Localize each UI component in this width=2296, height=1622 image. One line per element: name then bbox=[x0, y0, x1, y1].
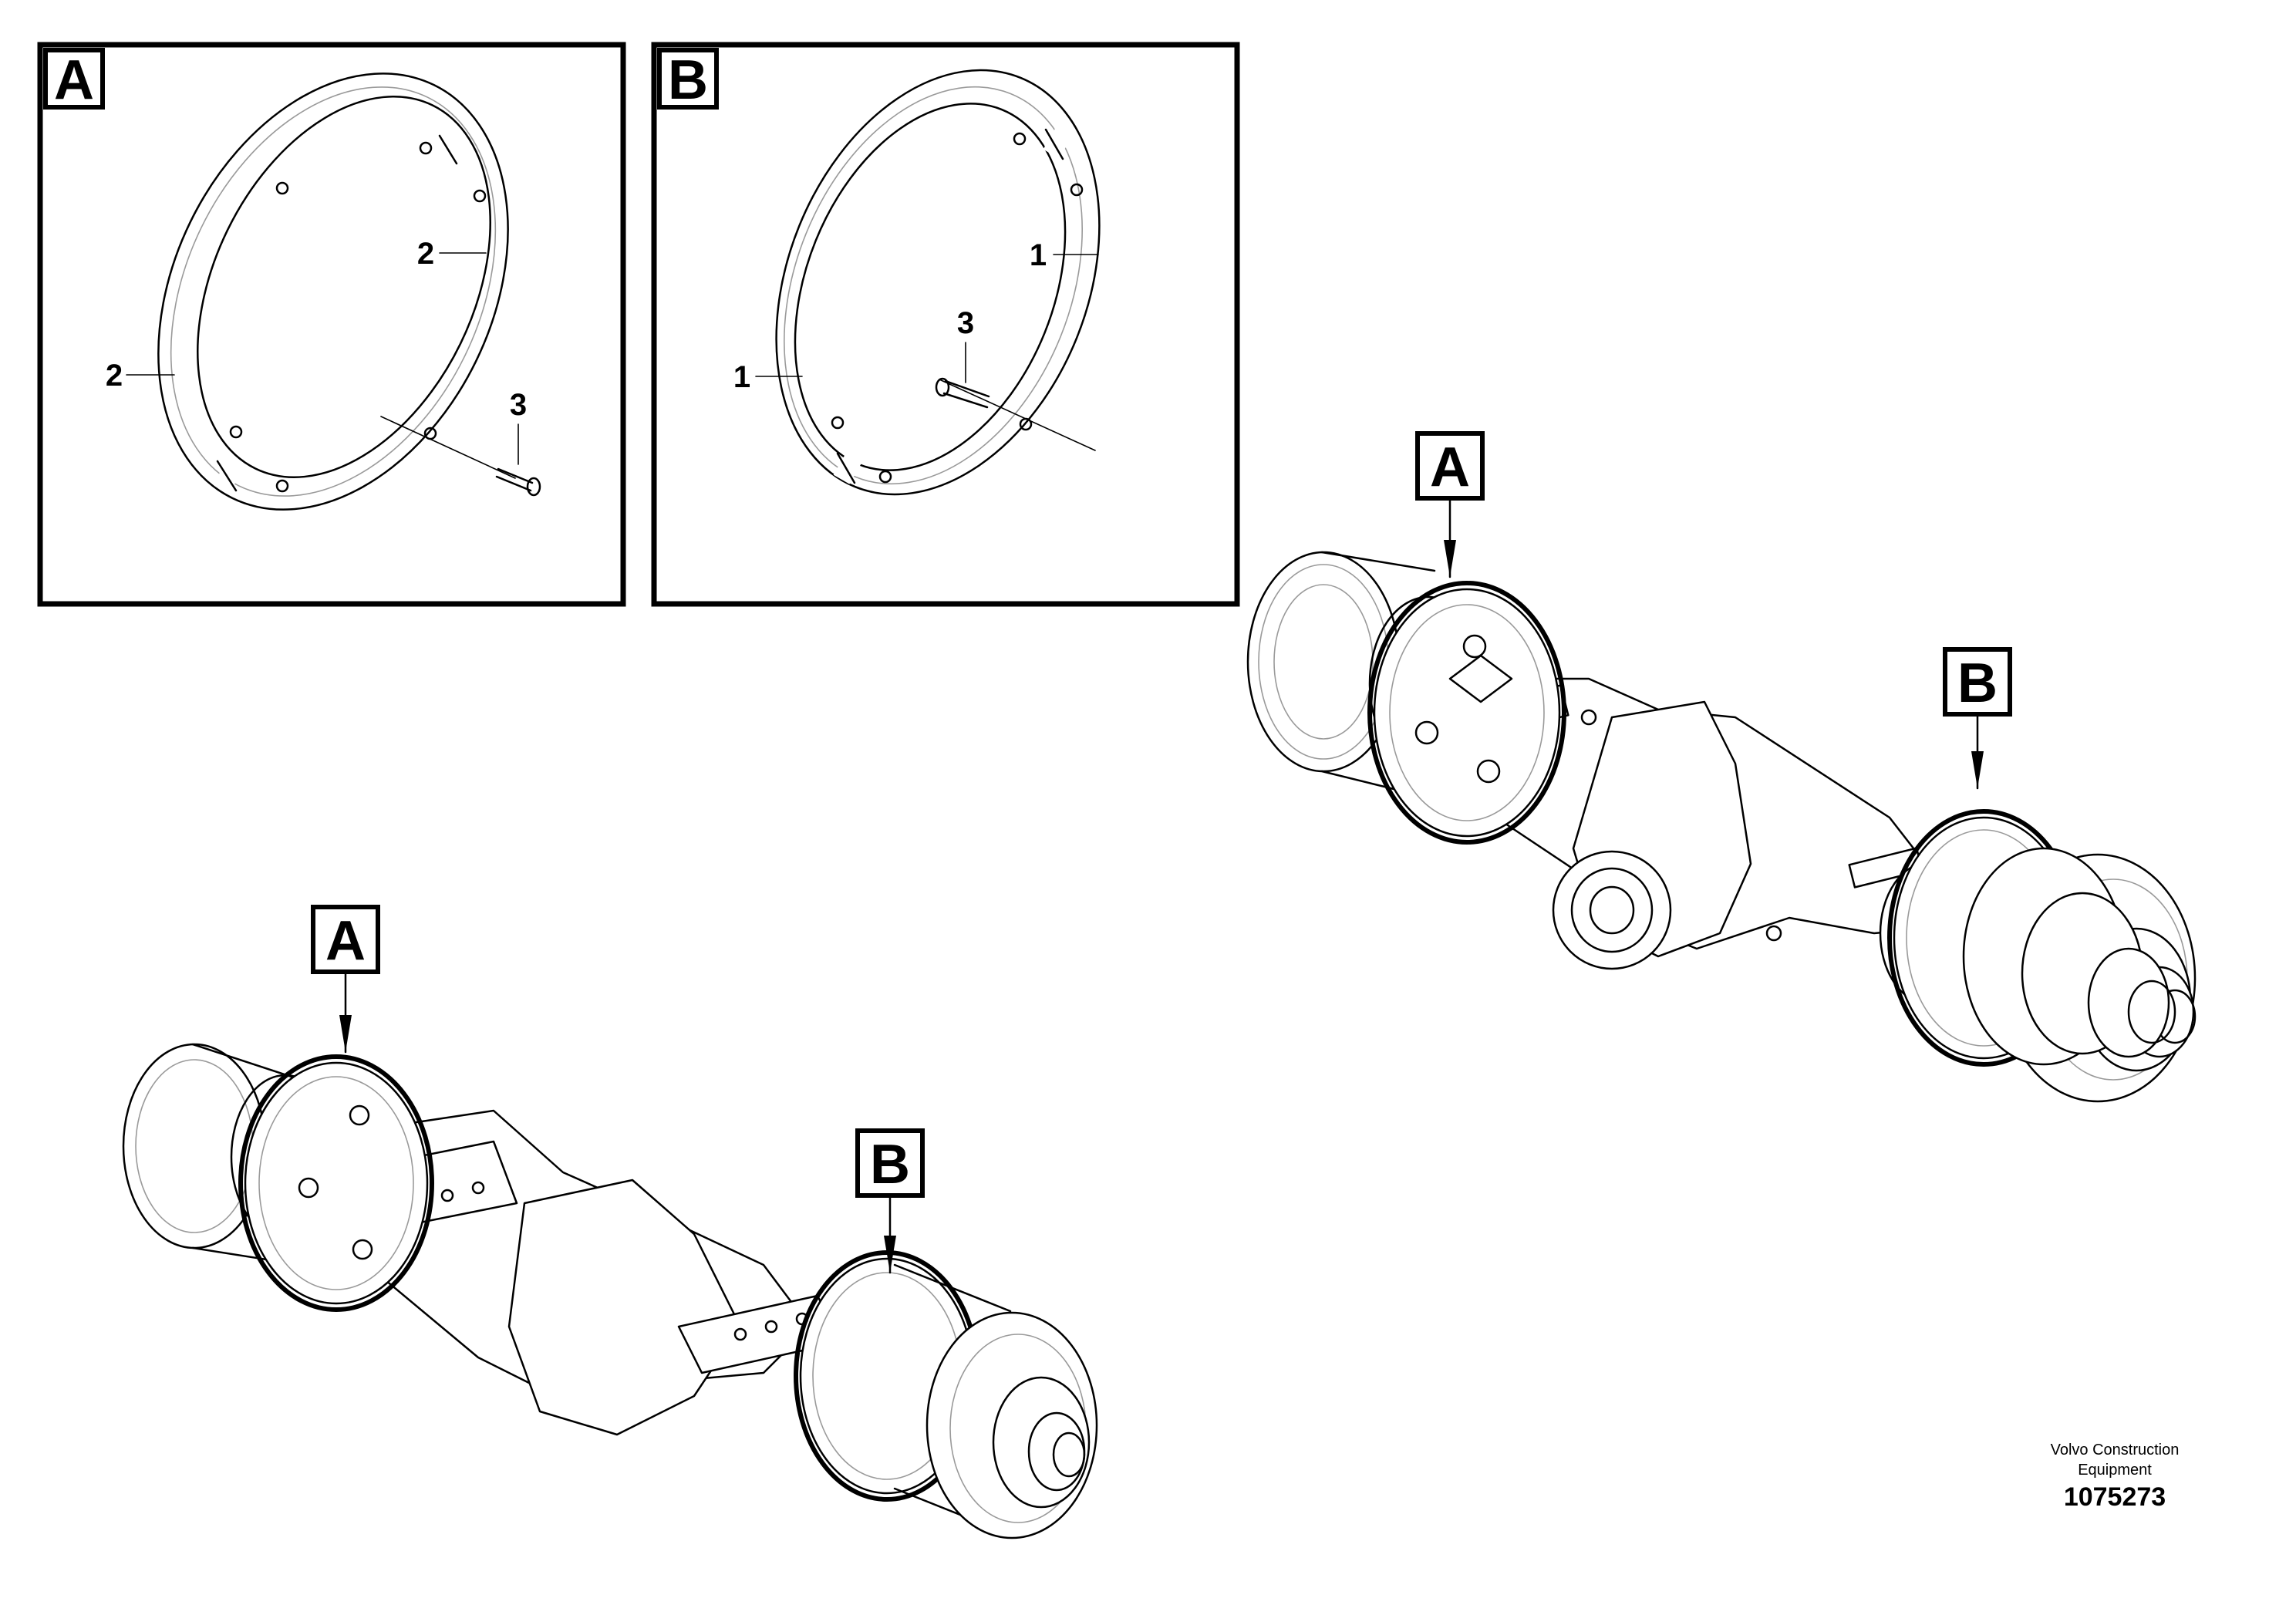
ring-inner-face bbox=[784, 86, 1083, 485]
detail-b-tag-box bbox=[657, 48, 719, 110]
callout-2-left: 2 bbox=[106, 359, 123, 393]
bolt-hole bbox=[831, 416, 845, 430]
rear-axle-tag-a: A bbox=[1430, 437, 1470, 498]
detail-b-frame bbox=[651, 42, 1240, 607]
bolt-hole bbox=[1070, 183, 1084, 197]
detail-a-tag-box bbox=[43, 48, 105, 110]
company-name-line1: Volvo Construction bbox=[2051, 1442, 2180, 1458]
ring-outer-edge bbox=[157, 73, 509, 511]
callout-2-right: 2 bbox=[417, 237, 434, 271]
bolt-hole bbox=[419, 141, 433, 155]
front-axle-right-hub bbox=[794, 1250, 1098, 1539]
front-axle-housing bbox=[338, 1109, 842, 1436]
bolt-hole bbox=[229, 425, 243, 439]
company-name-line2: Equipment bbox=[2078, 1462, 2152, 1479]
detail-a-frame bbox=[37, 42, 626, 607]
detail-a-bolt bbox=[495, 467, 541, 497]
detail-b-tag: B bbox=[668, 49, 708, 111]
detail-a: A 2 2 3 bbox=[37, 42, 626, 607]
ring-split-top bbox=[1043, 125, 1074, 159]
centre-line bbox=[380, 416, 516, 479]
front-axle-tag-a: A bbox=[325, 910, 366, 972]
bolt-hole bbox=[473, 189, 487, 203]
ring-outer-edge bbox=[775, 69, 1101, 496]
callout-3: 3 bbox=[957, 306, 974, 340]
rear-axle-assembly: A B bbox=[1246, 431, 2197, 1103]
bolt-hole bbox=[878, 470, 892, 484]
detail-b-bolt bbox=[935, 377, 990, 409]
ring-inner-face bbox=[170, 86, 497, 497]
bolt-hole bbox=[1013, 132, 1027, 146]
detail-a-tag: A bbox=[54, 49, 94, 111]
front-axle-tag-b: B bbox=[870, 1134, 910, 1195]
callout-1-left: 1 bbox=[733, 360, 750, 394]
front-axle-assembly: A B bbox=[122, 905, 1098, 1539]
callout-1-right: 1 bbox=[1030, 238, 1047, 272]
front-axle-left-brake bbox=[238, 1054, 434, 1312]
rear-axle-housing bbox=[1456, 677, 1961, 970]
bolt-hole bbox=[275, 181, 289, 195]
detail-b: B 1 1 3 bbox=[651, 42, 1240, 607]
seal-ring-a bbox=[238, 1054, 434, 1312]
rear-axle-left-brake bbox=[1367, 581, 1566, 845]
bolt-hole bbox=[275, 479, 289, 493]
drawing-number: 1075273 bbox=[2064, 1482, 2166, 1512]
ring-inner-edge bbox=[197, 96, 491, 478]
rear-axle-tag-b: B bbox=[1957, 653, 1998, 714]
rear-axle-right-brake bbox=[1887, 809, 2176, 1067]
detail-a-ring-segments bbox=[157, 73, 509, 511]
ring-split-bottom bbox=[833, 450, 864, 484]
centre-line bbox=[939, 379, 1096, 451]
callout-3: 3 bbox=[510, 388, 527, 422]
drawing-footer: Volvo Construction Equipment 1075273 bbox=[2051, 1442, 2180, 1512]
seal-ring-a bbox=[1367, 581, 1566, 845]
ring-split-top bbox=[437, 130, 467, 164]
detail-b-ring-segments bbox=[775, 69, 1101, 496]
front-axle-tag-a-box bbox=[311, 905, 380, 974]
differential-housing bbox=[507, 1179, 742, 1436]
